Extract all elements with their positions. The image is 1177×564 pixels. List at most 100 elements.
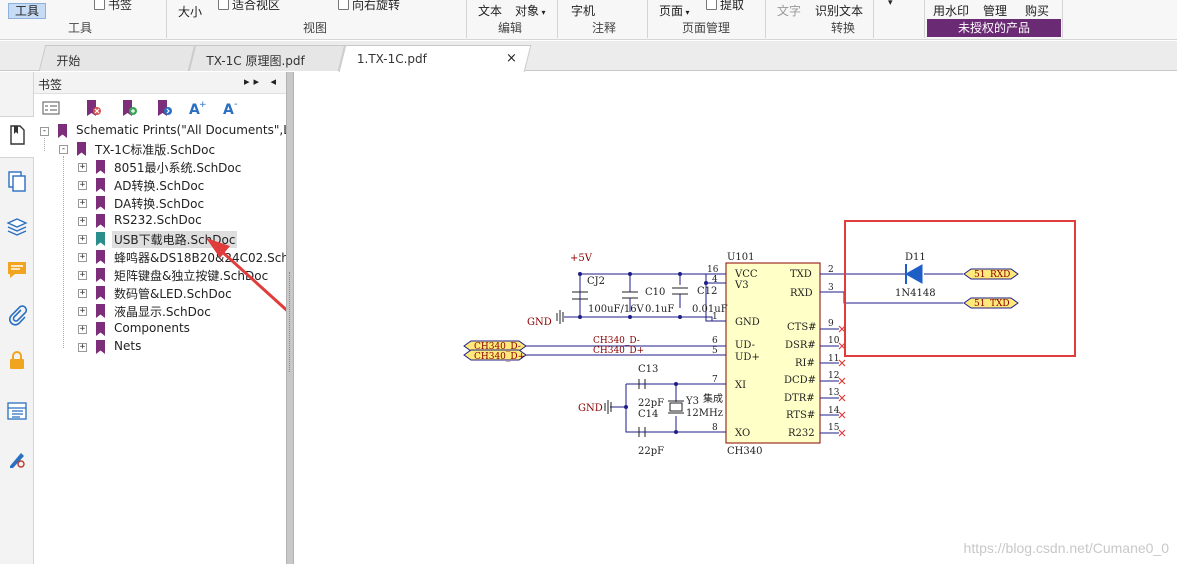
- bookmark-panel-header: 书签 ▸▸ ◂: [34, 72, 286, 94]
- signature-panel-icon[interactable]: [6, 448, 28, 470]
- bookmark-label: 蜂鸣器&DS18B20&24C02.SchD: [114, 251, 299, 265]
- bookmark-button[interactable]: 书签: [94, 0, 132, 12]
- unauthorized-product-label: 未授权的产品: [927, 19, 1061, 37]
- ribbon-divider: [765, 0, 766, 38]
- bookmark-flag-icon: [58, 124, 67, 138]
- svg-text:A: A: [189, 102, 200, 117]
- diode-value: 1N4148: [895, 288, 936, 299]
- pin-label: DTR#: [784, 393, 815, 404]
- svg-text:A: A: [223, 102, 234, 117]
- pin-number: 13: [828, 388, 840, 398]
- attachments-panel-icon[interactable]: [6, 304, 28, 326]
- rotate-label: 向右旋转: [352, 0, 401, 12]
- fit-view-label: 适合视区: [232, 0, 281, 12]
- dropdown-arrow-icon[interactable]: ▾: [888, 0, 893, 8]
- pin-label: DSR#: [785, 340, 816, 351]
- cap-designator: C13: [638, 364, 658, 375]
- bookmark-flag-icon: [96, 340, 105, 354]
- expand-toggle[interactable]: +: [78, 306, 87, 316]
- bookmark-label: 数码管&LED.SchDoc: [114, 287, 232, 301]
- page-button[interactable]: 页面 ▾: [659, 4, 690, 20]
- edit-object-button[interactable]: 对象 ▾: [515, 4, 546, 20]
- buy-button[interactable]: 购买: [1025, 4, 1050, 18]
- bookmark-label: AD转换.SchDoc: [114, 179, 205, 193]
- expand-toggle[interactable]: +: [78, 324, 87, 334]
- form-fields-panel-icon[interactable]: [6, 400, 28, 422]
- ic-u101-body: [725, 262, 821, 444]
- layers-panel-icon[interactable]: [6, 215, 28, 237]
- csdn-watermark: https://blog.csdn.net/Cumane0_0: [963, 540, 1169, 556]
- bookmark-options-icon[interactable]: [42, 99, 60, 117]
- manage-button[interactable]: 管理: [983, 4, 1008, 18]
- rotate-right-button[interactable]: 向右旋转: [338, 0, 400, 12]
- net-label: CH340_D-: [593, 336, 640, 346]
- tab-start[interactable]: 开始: [38, 45, 196, 71]
- tab-1-tx1c-pdf[interactable]: 1.TX-1C.pdf ×: [338, 45, 532, 72]
- expand-toggle[interactable]: +: [78, 342, 87, 352]
- svg-text:-: -: [234, 99, 238, 110]
- bookmark-label: RS232.SchDoc: [114, 213, 202, 227]
- cap-value: 0.1uF: [645, 304, 674, 315]
- collapse-toggle[interactable]: -: [40, 126, 49, 136]
- bookmark-flag-icon: [96, 160, 105, 174]
- pin-number: 8: [712, 423, 718, 433]
- watermark-button[interactable]: 用水印: [933, 4, 970, 18]
- collapse-toggle[interactable]: -: [59, 144, 68, 154]
- expand-toggle[interactable]: +: [78, 234, 87, 244]
- ocr-button[interactable]: 识别文本: [815, 4, 864, 18]
- bookmark-flag-icon: [96, 322, 105, 336]
- bookmark-icon: [94, 0, 105, 10]
- group-view: 视图: [303, 21, 328, 35]
- bookmark-goto-icon[interactable]: [155, 99, 173, 117]
- expand-toggle[interactable]: +: [78, 162, 87, 172]
- power-label: +5V: [570, 253, 593, 264]
- dropdown-arrow-icon: ▾: [539, 8, 546, 17]
- expand-toggle[interactable]: +: [78, 198, 87, 208]
- crystal-value: 12MHz: [686, 408, 723, 419]
- schematic-drawing: U101 CH340 VCC V3 GND UD- UD+ XI XO TXD …: [463, 220, 1076, 457]
- add-bookmark-icon[interactable]: [120, 99, 138, 117]
- close-tab-button[interactable]: ×: [506, 51, 517, 66]
- expand-toggle[interactable]: +: [78, 180, 87, 190]
- cap-designator: C10: [645, 287, 665, 298]
- decrease-font-icon[interactable]: A-: [222, 99, 240, 117]
- splitter-grip: [289, 272, 291, 372]
- pages-panel-icon[interactable]: [6, 170, 28, 192]
- ic-designator: U101: [727, 252, 755, 263]
- extract-label: 提取: [720, 0, 745, 12]
- expand-toggle[interactable]: +: [78, 270, 87, 280]
- delete-bookmark-icon[interactable]: [84, 99, 102, 117]
- pin-label: GND: [735, 317, 760, 328]
- pin-label: DCD#: [784, 375, 816, 386]
- pin-number: 11: [828, 354, 839, 364]
- expand-toggle[interactable]: +: [78, 288, 87, 298]
- tab-tx1c-schematic[interactable]: TX-1C 原理图.pdf: [188, 45, 346, 71]
- panel-collapse-controls[interactable]: ▸▸ ◂: [243, 75, 280, 88]
- edit-text-button[interactable]: 文本: [478, 4, 503, 18]
- cap-value: 22pF: [638, 398, 664, 409]
- bookmark-label: Components: [114, 321, 190, 335]
- bookmark-panel: 书签 ▸▸ ◂ A+ A- - Schematic Prints("All Do…: [34, 72, 305, 564]
- net-port-51-rxd: [963, 268, 1019, 280]
- security-lock-icon[interactable]: [6, 349, 28, 371]
- bookmarks-panel-icon[interactable]: [6, 124, 28, 146]
- comments-panel-icon[interactable]: [6, 259, 28, 281]
- extract-button[interactable]: 提取: [706, 0, 744, 12]
- expand-toggle[interactable]: +: [78, 252, 87, 262]
- bookmark-flag-icon: [96, 214, 105, 228]
- bookmark-root[interactable]: - Schematic Prints("All Documents",Log: [40, 122, 305, 140]
- bookmark-panel-title: 书签: [38, 78, 63, 92]
- increase-font-icon[interactable]: A+: [188, 99, 206, 117]
- size-button[interactable]: 大小: [178, 5, 203, 19]
- bookmark-label: 8051最小系统.SchDoc: [114, 161, 242, 175]
- fit-view-button[interactable]: 适合视区: [218, 0, 280, 12]
- net-port-ch340-dp: [463, 349, 527, 361]
- pin-label: RXD: [790, 288, 813, 299]
- typewriter-button[interactable]: 字机: [571, 4, 596, 18]
- panel-splitter[interactable]: [286, 72, 294, 564]
- bookmark-label: Nets: [114, 339, 142, 353]
- cap-value: 0.01uF: [692, 304, 728, 315]
- tool-button[interactable]: 工具: [8, 3, 46, 19]
- expand-toggle[interactable]: +: [78, 216, 87, 226]
- crystal-note: 集成: [703, 392, 723, 405]
